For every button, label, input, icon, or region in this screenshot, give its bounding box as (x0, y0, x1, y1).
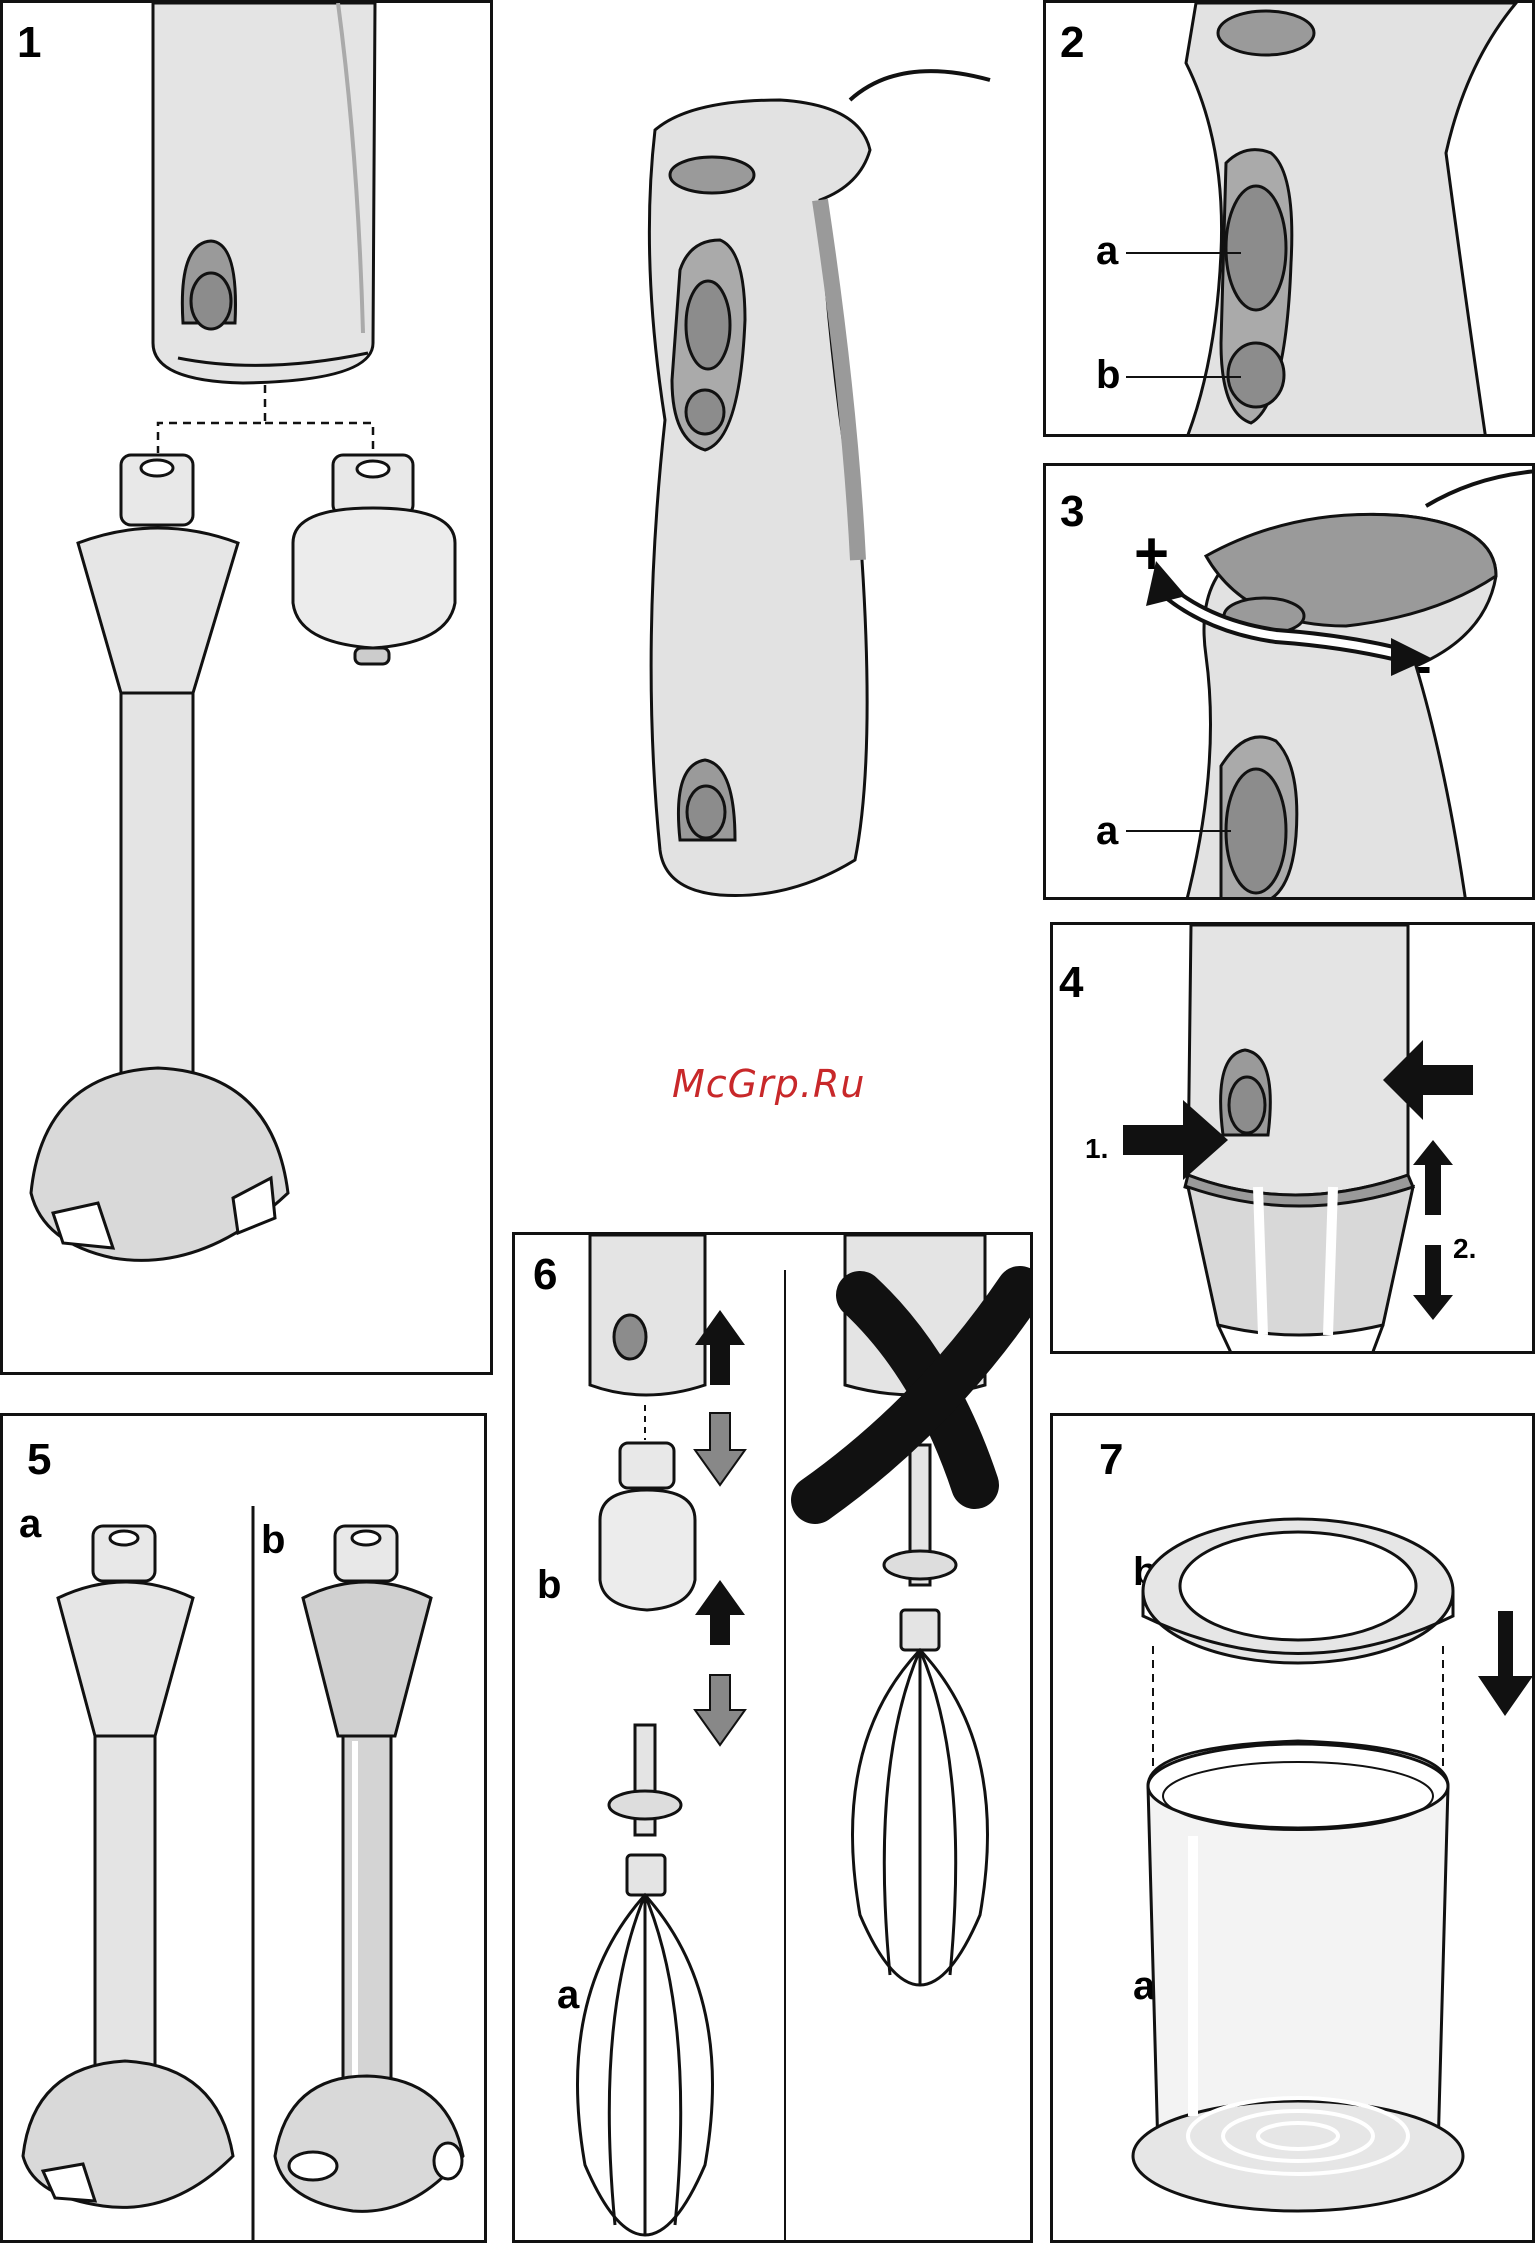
whisk-assembly-illustration (515, 1235, 1033, 2243)
panel-2: 2 a b (1043, 0, 1535, 437)
panel-7: 7 b a (1050, 1413, 1535, 2243)
watermark: McGrp.Ru (672, 1062, 865, 1106)
panel-3: 3 + – a (1043, 463, 1535, 900)
beaker-and-lid-illustration (1053, 1416, 1535, 2243)
control-buttons-illustration (1046, 3, 1535, 437)
panel-4: 4 1. 2. (1050, 922, 1535, 1354)
blender-attachments-illustration (3, 3, 493, 1375)
panel-1: 1 (0, 0, 493, 1375)
speed-dial-illustration (1046, 466, 1535, 900)
panel-6: 6 b a (512, 1232, 1033, 2243)
panel-5: 5 a b (0, 1413, 487, 2243)
release-attachment-illustration (1053, 925, 1535, 1354)
blender-shaft-variants-illustration (3, 1416, 487, 2243)
